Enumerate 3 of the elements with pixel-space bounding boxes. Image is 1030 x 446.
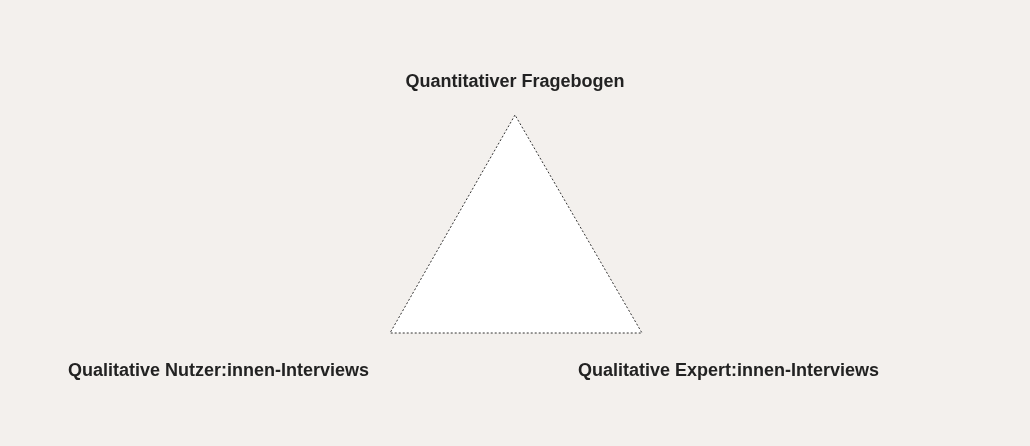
method-label: Quantitativer Fragebogen <box>405 70 625 92</box>
method-label: Qualitative Expert:innen-Interviews <box>578 359 880 381</box>
method-label: Qualitative Nutzer:innen-Interviews <box>68 359 370 381</box>
